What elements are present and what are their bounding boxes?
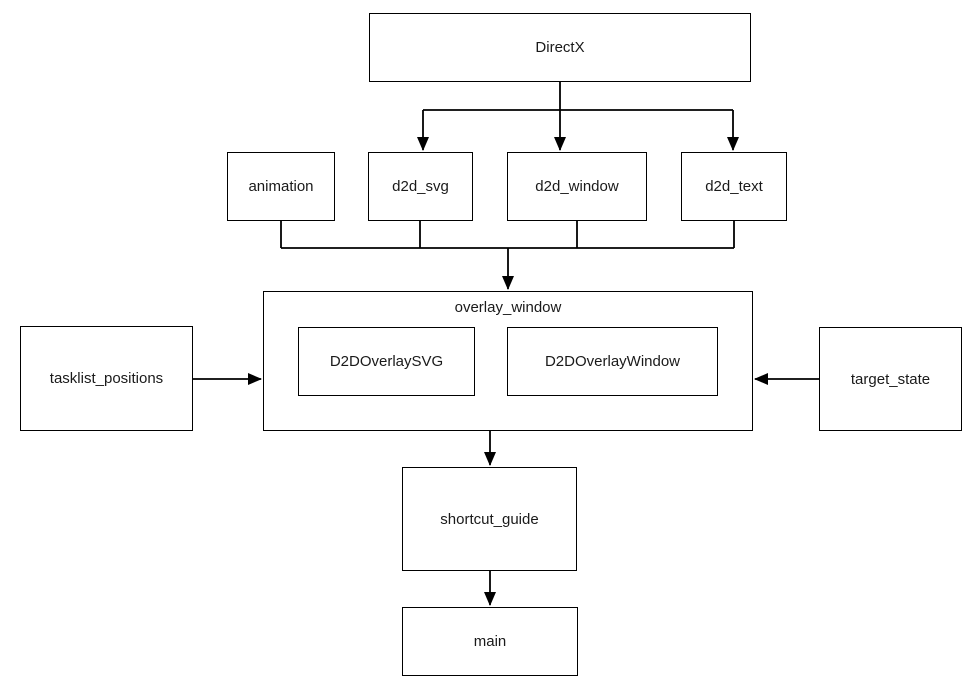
edge-merge-to-overlay-window [280,221,735,290]
overlay-window-label: overlay_window [454,299,562,316]
node-d2d-text: d2d_text [681,152,787,221]
node-d2d-overlay-window: D2DOverlayWindow [507,327,718,396]
node-animation: animation [227,152,335,221]
node-d2d-svg: d2d_svg [368,152,473,221]
node-d2d-overlay-svg: D2DOverlaySVG [298,327,475,396]
node-shortcut-guide: shortcut_guide [402,467,577,571]
edge-directx-to-children [417,82,739,151]
node-main: main [402,607,578,676]
node-d2d-window: d2d_window [507,152,647,221]
node-overlay-window: overlay_window D2DOverlaySVG D2DOverlayW… [263,291,753,431]
node-tasklist-positions: tasklist_positions [20,326,193,431]
node-directx: DirectX [369,13,751,82]
node-target-state: target_state [819,327,962,431]
